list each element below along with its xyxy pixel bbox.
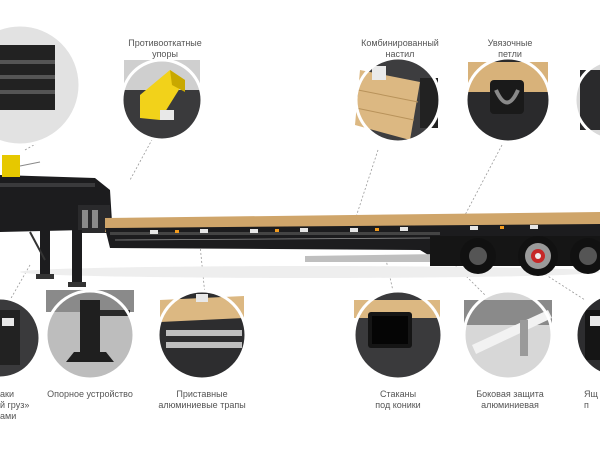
label-stake-pockets: Стаканы под коники bbox=[348, 389, 448, 411]
label-line: под коники bbox=[375, 400, 421, 410]
label-side-protection: Боковая защита алюминиевая bbox=[460, 389, 560, 411]
label-aluminium-ramps: Приставные алюминиевые трапы bbox=[150, 389, 254, 411]
label-line: Противооткатные bbox=[128, 38, 202, 48]
callout-circle-side-protection bbox=[462, 289, 554, 381]
label-line: Ящ bbox=[584, 389, 598, 399]
side-protection bbox=[305, 254, 440, 262]
label-line: упоры bbox=[152, 49, 178, 59]
callout-circle-lashing-rings bbox=[464, 56, 552, 144]
callout-circle-bottom-right bbox=[574, 295, 600, 375]
callout-circle-crates bbox=[0, 23, 82, 147]
label-line: Опорное устройство bbox=[47, 389, 133, 399]
label-line: петли bbox=[498, 49, 522, 59]
callout-circle-wheel-chocks bbox=[120, 58, 204, 142]
warning-plate bbox=[2, 155, 20, 177]
landing-gear bbox=[29, 228, 86, 287]
callout-circles bbox=[0, 23, 600, 381]
label-wheel-chocks: Противооткатные упоры bbox=[115, 38, 215, 60]
label-support-device: Опорное устройство bbox=[40, 389, 140, 400]
label-line: алюминиевая bbox=[481, 400, 539, 410]
callout-circle-top-right bbox=[573, 61, 600, 139]
label-cut-left: аки й груз» ами bbox=[0, 389, 29, 422]
callout-circle-support-device bbox=[44, 289, 136, 381]
callout-circle-stake-pockets bbox=[352, 289, 444, 381]
label-line: настил bbox=[385, 49, 415, 59]
label-line: аки bbox=[0, 389, 14, 399]
label-lashing-rings: Увязочные петли bbox=[460, 38, 560, 60]
label-line: ами bbox=[0, 411, 17, 421]
callout-circle-aluminium-ramps bbox=[156, 289, 248, 381]
callout-circle-bottom-left bbox=[0, 296, 42, 380]
label-line: алюминиевые трапы bbox=[158, 400, 246, 410]
gooseneck bbox=[0, 155, 112, 233]
callout-circle-combined-deck bbox=[354, 56, 442, 144]
label-line: Стаканы bbox=[379, 389, 417, 399]
label-line: Комбинированный bbox=[361, 38, 439, 48]
label-line: Приставные bbox=[176, 389, 228, 399]
wheels bbox=[430, 236, 600, 276]
label-line: й груз» bbox=[0, 400, 30, 410]
label-cut-right: Ящ п bbox=[584, 389, 598, 411]
label-combined-deck: Комбинированный настил bbox=[350, 38, 450, 60]
label-line: Боковая защита bbox=[476, 389, 544, 399]
label-line: п bbox=[584, 400, 589, 410]
ground-shadow bbox=[20, 266, 600, 278]
label-line: Увязочные bbox=[487, 38, 533, 48]
